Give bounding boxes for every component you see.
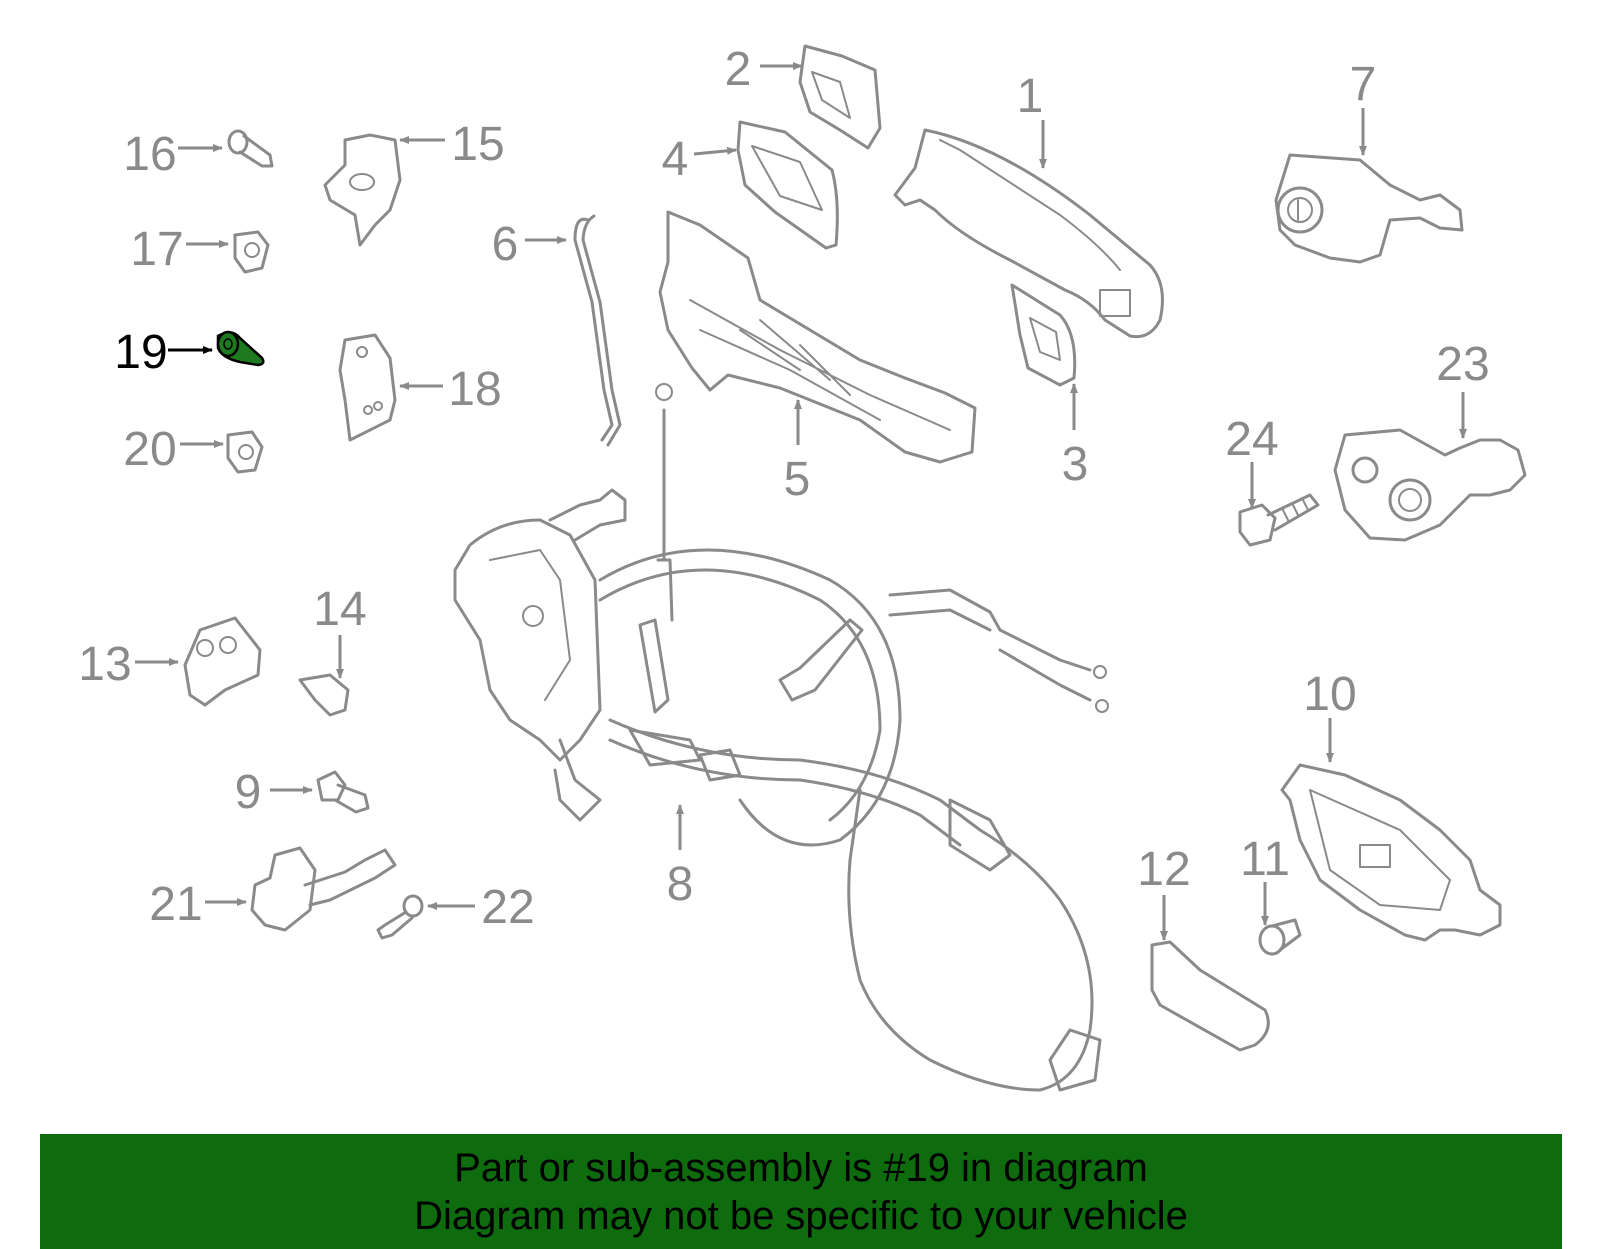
part-23-actuator	[1333, 428, 1527, 542]
callout-24: 24	[1225, 413, 1278, 466]
part-11-clip	[1258, 918, 1302, 956]
callout-13: 13	[78, 638, 131, 691]
part-2-handle-cap	[798, 44, 882, 150]
callout-1: 1	[1017, 70, 1044, 123]
part-6-rod	[573, 214, 622, 447]
callout-10: 10	[1303, 668, 1356, 721]
part-10-inside-handle	[1280, 763, 1502, 942]
part-15-bracket	[323, 133, 402, 247]
callout-16: 16	[123, 128, 176, 181]
part-3-pad	[1010, 283, 1077, 387]
part-21-check-link	[250, 846, 397, 932]
callout-18: 18	[448, 363, 501, 416]
part-14-pin	[298, 673, 350, 717]
callout-2: 2	[725, 43, 752, 96]
callout-9: 9	[235, 766, 262, 819]
callout-20: 20	[123, 423, 176, 476]
leader-4	[693, 146, 737, 156]
part-24-bolt	[1238, 493, 1320, 547]
callout-6: 6	[492, 218, 519, 271]
callout-3: 3	[1062, 438, 1089, 491]
callout-17: 17	[130, 223, 183, 276]
part-22-bolt	[376, 894, 424, 940]
part-4-seal	[736, 120, 839, 250]
part-16-push-pin	[227, 129, 274, 168]
part-19-clip-highlighted	[216, 330, 265, 367]
callout-14: 14	[313, 583, 366, 636]
part-7-lock-cylinder	[1274, 153, 1464, 264]
callout-5: 5	[784, 453, 811, 506]
callout-23: 23	[1436, 338, 1489, 391]
part-8-latch-cable-assembly	[453, 383, 1109, 1092]
callout-12: 12	[1137, 843, 1190, 896]
part-17-nut	[233, 230, 270, 274]
callout-4: 4	[662, 133, 689, 186]
callout-22: 22	[481, 881, 534, 934]
part-5-handle-frame	[658, 210, 977, 464]
parts-diagram: 1 2 3 4 5 6 7 8 9 10 11 12 13 14 15 16 1…	[78, 43, 1527, 1092]
banner-line-2: Diagram may not be specific to your vehi…	[414, 1194, 1188, 1238]
callout-8: 8	[667, 858, 694, 911]
info-banner: Part or sub-assembly is #19 in diagram D…	[40, 1134, 1562, 1249]
part-12-trim	[1150, 940, 1270, 1052]
part-1-outside-handle	[893, 128, 1164, 339]
part-9-bolt	[316, 770, 370, 814]
banner-line-1: Part or sub-assembly is #19 in diagram	[454, 1146, 1148, 1190]
part-18-bracket	[338, 333, 397, 442]
callout-19: 19	[114, 326, 167, 379]
callout-15: 15	[451, 118, 504, 171]
callout-11: 11	[1240, 833, 1290, 886]
part-20-nut	[226, 430, 264, 474]
part-13-striker	[183, 616, 262, 707]
callout-7: 7	[1350, 58, 1377, 111]
callout-21: 21	[149, 878, 202, 931]
